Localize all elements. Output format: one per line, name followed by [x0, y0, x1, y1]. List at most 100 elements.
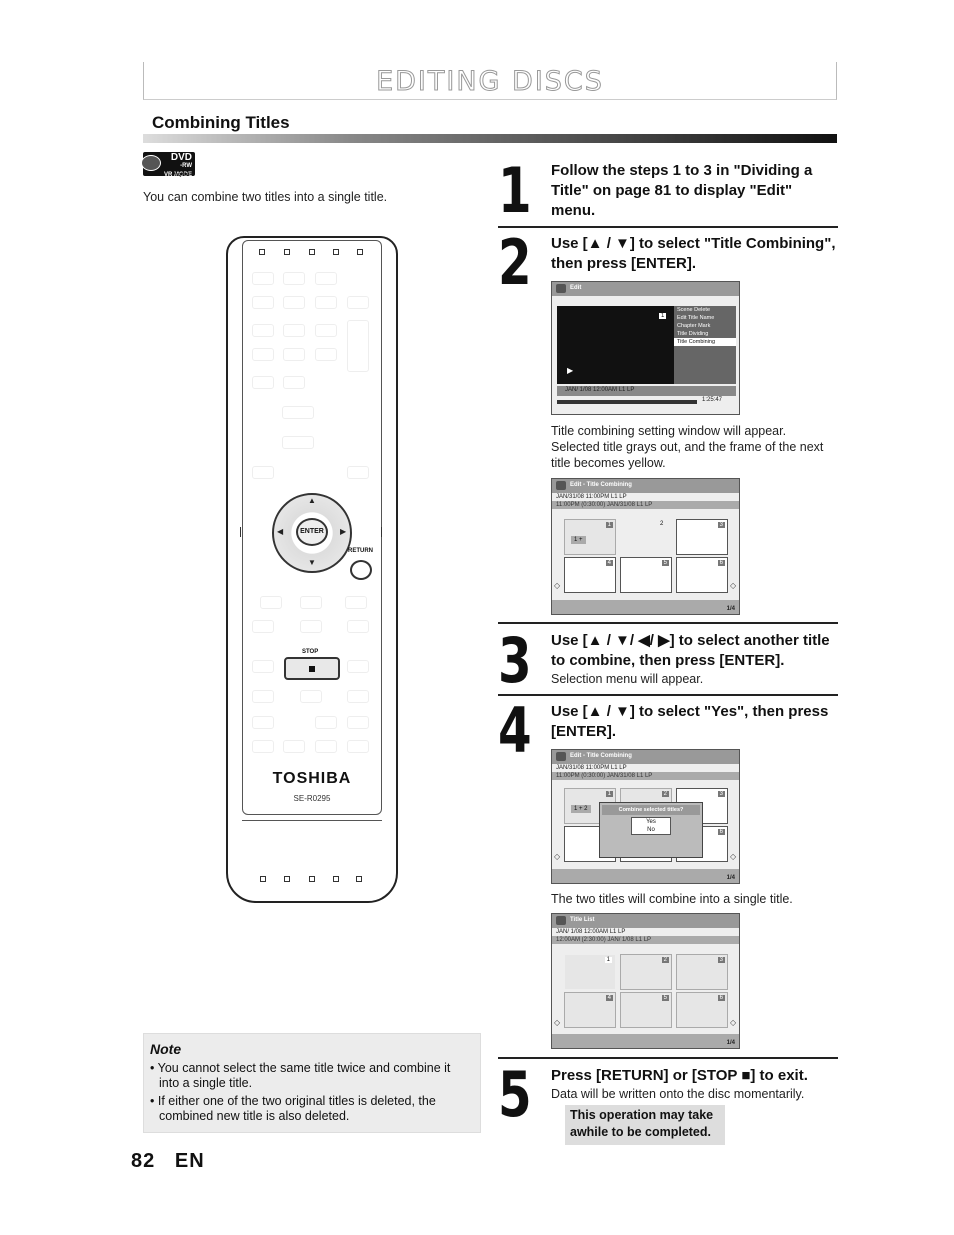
- intro-text: You can combine two titles into a single…: [143, 190, 388, 204]
- title-info: JAN/ 1/08 12:00AM L1 LP: [556, 929, 626, 935]
- note-item: • If either one of the two original titl…: [150, 1094, 436, 1123]
- remote-dot: [356, 876, 362, 882]
- thumb-number: 4: [605, 560, 613, 566]
- return-button: [350, 560, 372, 580]
- thumb-number: 5: [661, 560, 669, 566]
- faded-button: [347, 620, 369, 633]
- faded-button: [345, 596, 367, 609]
- recording-info: JAN/ 1/08 12:00AM L1 LP: [557, 386, 736, 396]
- faded-button: [283, 272, 305, 285]
- faded-button: [282, 436, 314, 449]
- model-number: SE-R0295: [293, 794, 331, 803]
- edit-menu: Scene Delete Edit Title Name Chapter Mar…: [674, 306, 736, 384]
- faded-button: [282, 406, 314, 419]
- menu-item: Title Dividing: [677, 331, 709, 337]
- note-item-text: You cannot select the same title twice a…: [157, 1061, 451, 1090]
- page-indicator: 1/4: [726, 1040, 735, 1046]
- right-arrow-icon: ▶: [340, 527, 347, 536]
- thumb-number: 3: [717, 522, 725, 528]
- title-thumbnail-selected: 1 1 +: [564, 519, 616, 555]
- faded-button: [347, 716, 369, 729]
- step-heading: Press [RETURN] or [STOP ■] to exit.: [551, 1067, 808, 1084]
- combine-screen-1: Edit - Title Combining JAN/31/08 11:00PM…: [551, 478, 740, 615]
- title-highlight: 11:00PM (0:30:00) JAN/31/08 L1 LP: [552, 501, 739, 509]
- step-number: 2: [498, 226, 532, 299]
- page-indicator: 1/4: [726, 606, 735, 612]
- dialog-question: Combine selected titles?: [602, 805, 700, 815]
- faded-button: [347, 320, 369, 372]
- prev-page-icon: ◇: [554, 1018, 561, 1027]
- header-frame: [143, 62, 837, 100]
- dvd-vr-badge: DVD -RW VR MODE: [141, 152, 195, 178]
- progress-bar: [557, 400, 697, 404]
- faded-button: [300, 690, 322, 703]
- faded-button: [252, 466, 274, 479]
- brand-logo: TOSHIBA: [272, 770, 352, 787]
- thumb-number: 2: [660, 521, 664, 527]
- stop-button: [284, 657, 340, 680]
- faded-button: [315, 272, 337, 285]
- next-page-icon: ◇: [730, 852, 737, 861]
- screen-title: Edit: [552, 282, 739, 296]
- faded-button: [300, 596, 322, 609]
- note-item: • You cannot select the same title twice…: [150, 1061, 451, 1090]
- step-divider: [498, 1057, 838, 1059]
- step-divider: [498, 226, 838, 228]
- yes-option: Yes: [646, 819, 656, 825]
- step-number: 1: [498, 154, 532, 227]
- thumb-number: 1: [605, 791, 613, 797]
- page-indicator: 1/4: [726, 875, 735, 881]
- step-body: Title combining setting window will appe…: [551, 424, 824, 470]
- screen-footer: 1/4: [552, 1034, 739, 1048]
- edit-menu-screen: Edit 1 ▶ Scene Delete Edit Title Name Ch…: [551, 281, 740, 415]
- title-thumbnail: 5: [620, 557, 672, 593]
- faded-button: [252, 348, 274, 361]
- title-number: 1: [659, 313, 667, 319]
- faded-button: [260, 596, 282, 609]
- disc-icon: [141, 155, 161, 171]
- step-heading: Use [▲ / ▼] to select "Title Combining",…: [551, 235, 836, 272]
- remote-divider: [242, 820, 382, 821]
- step-body: Selection menu will appear.: [551, 672, 704, 686]
- screen-title: Edit - Title Combining: [552, 479, 739, 493]
- thumb-number: 1: [605, 522, 613, 528]
- title-info: JAN/31/08 11:00PM L1 LP: [556, 494, 627, 500]
- title-highlight: 12:00AM (2:30:00) JAN/ 1/08 L1 LP: [552, 936, 739, 944]
- enter-button: ENTER: [296, 518, 328, 546]
- thumb-number: 3: [717, 791, 725, 797]
- section-title: Combining Titles: [152, 113, 290, 132]
- remote-dot: [333, 249, 339, 255]
- remote-dot: [260, 876, 266, 882]
- remote-dot: [284, 249, 290, 255]
- faded-button: [283, 324, 305, 337]
- combine-marker: 1 +: [571, 536, 586, 544]
- step-number: 5: [498, 1058, 532, 1131]
- callout-box: This operation may take awhile to be com…: [565, 1105, 725, 1145]
- faded-button: [252, 620, 274, 633]
- title-list-screen: Title List JAN/ 1/08 12:00AM L1 LP 12:00…: [551, 913, 740, 1049]
- faded-button: [252, 376, 274, 389]
- up-arrow-icon: ▲: [308, 496, 316, 505]
- badge-rw: -RW: [180, 163, 192, 169]
- video-preview: 1 ▶: [557, 306, 674, 384]
- menu-item: Scene Delete: [677, 307, 711, 313]
- step-body: The two titles will combine into a singl…: [551, 892, 793, 906]
- faded-button: [283, 376, 305, 389]
- note-box: [143, 1033, 481, 1133]
- dialog-options: Yes No: [631, 817, 671, 835]
- step-number: 4: [498, 694, 532, 767]
- faded-button: [252, 272, 274, 285]
- time-counter: 1:25:47: [702, 397, 723, 403]
- screen-title: Edit - Title Combining: [552, 750, 739, 764]
- title-thumbnail: 6: [676, 557, 728, 593]
- thumb-number: 3: [717, 957, 725, 963]
- faded-button: [300, 620, 322, 633]
- faded-button: [283, 740, 305, 753]
- faded-button: [347, 660, 369, 673]
- faded-button: [347, 296, 369, 309]
- prev-page-icon: ◇: [554, 852, 561, 861]
- step-number: 3: [498, 624, 532, 697]
- page-language: EN: [174, 1150, 205, 1172]
- faded-button: [252, 296, 274, 309]
- page-number: 82: [131, 1150, 156, 1172]
